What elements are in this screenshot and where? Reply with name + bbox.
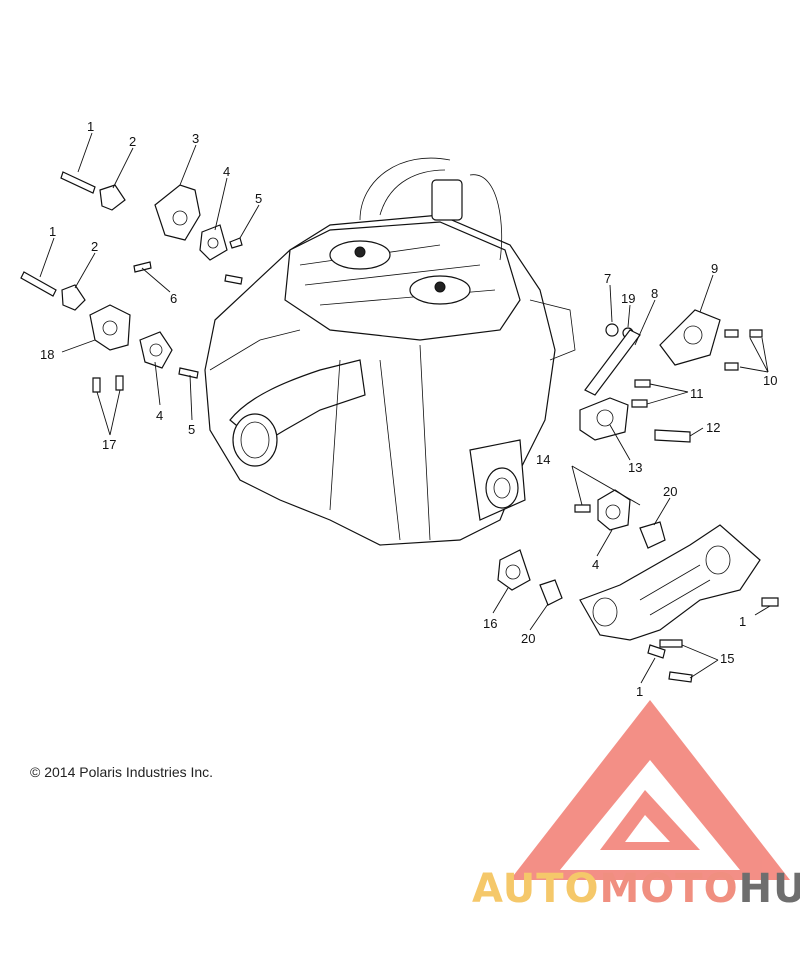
callout-5: 5 [255,191,262,206]
callout-9: 9 [711,261,718,276]
callout-5: 5 [188,422,195,437]
callout-20: 20 [663,484,677,499]
watermark-logo [510,700,790,880]
callout-6: 6 [170,291,177,306]
callout-15: 15 [720,651,734,666]
callout-4: 4 [156,408,163,423]
callout-16: 16 [483,616,497,631]
callout-4: 4 [223,164,230,179]
callout-1: 1 [49,224,56,239]
callouts: 1 2 3 4 5 1 2 6 18 4 5 17 7 19 8 9 10 11… [40,119,777,699]
callout-1: 1 [636,684,643,699]
leader-lines [39,132,771,684]
callout-2: 2 [129,134,136,149]
callout-1: 1 [87,119,94,134]
callout-19: 19 [621,291,635,306]
copyright-text: © 2014 Polaris Industries Inc. [30,764,214,780]
brand-part-moto: MOTO [599,866,739,912]
callout-10: 10 [763,373,777,388]
callout-17: 17 [102,437,116,452]
brand-part-auto: AUTO [472,866,600,912]
callout-3: 3 [192,131,199,146]
left-lower-parts [20,271,199,393]
callout-11: 11 [690,386,704,401]
engine-assembly [204,157,576,546]
callout-12: 12 [706,420,720,435]
callout-20: 20 [521,631,535,646]
brand-part-hub: HUB [738,866,800,912]
callout-18: 18 [40,347,54,362]
callout-14: 14 [536,452,550,467]
right-parts [497,309,779,683]
left-upper-parts [60,171,243,285]
callout-13: 13 [628,460,642,475]
callout-8: 8 [651,286,658,301]
callout-7: 7 [604,271,611,286]
callout-2: 2 [91,239,98,254]
callout-1: 1 [739,614,746,629]
callout-4: 4 [592,557,599,572]
watermark-brand: AUTOMOTOHUB [472,866,800,912]
